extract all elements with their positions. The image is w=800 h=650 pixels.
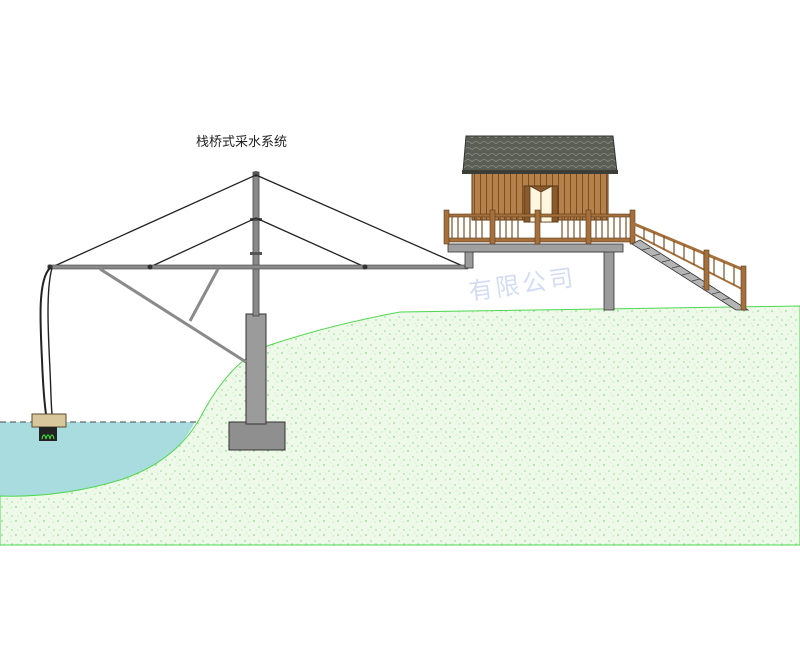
- deck-railing: [443, 209, 636, 245]
- mast-pole: [252, 171, 260, 317]
- stairs: [631, 222, 750, 311]
- diagram-title: 栈桥式采水系统: [196, 135, 287, 150]
- pump-icon: [39, 427, 57, 441]
- ground-slope: [0, 305, 800, 546]
- watermark-text: 有限公司: [467, 263, 578, 306]
- intake-hose: [39, 267, 51, 415]
- mast-collar: [250, 252, 262, 255]
- intake-hose: [47, 267, 53, 415]
- mast-collar: [250, 218, 262, 221]
- pump-float: [31, 413, 67, 428]
- house-roof: [462, 135, 618, 173]
- suspension-cables: [49, 174, 466, 269]
- house-icon: [462, 135, 618, 223]
- mast-base-column: [245, 313, 267, 425]
- mast-foundation: [228, 421, 286, 451]
